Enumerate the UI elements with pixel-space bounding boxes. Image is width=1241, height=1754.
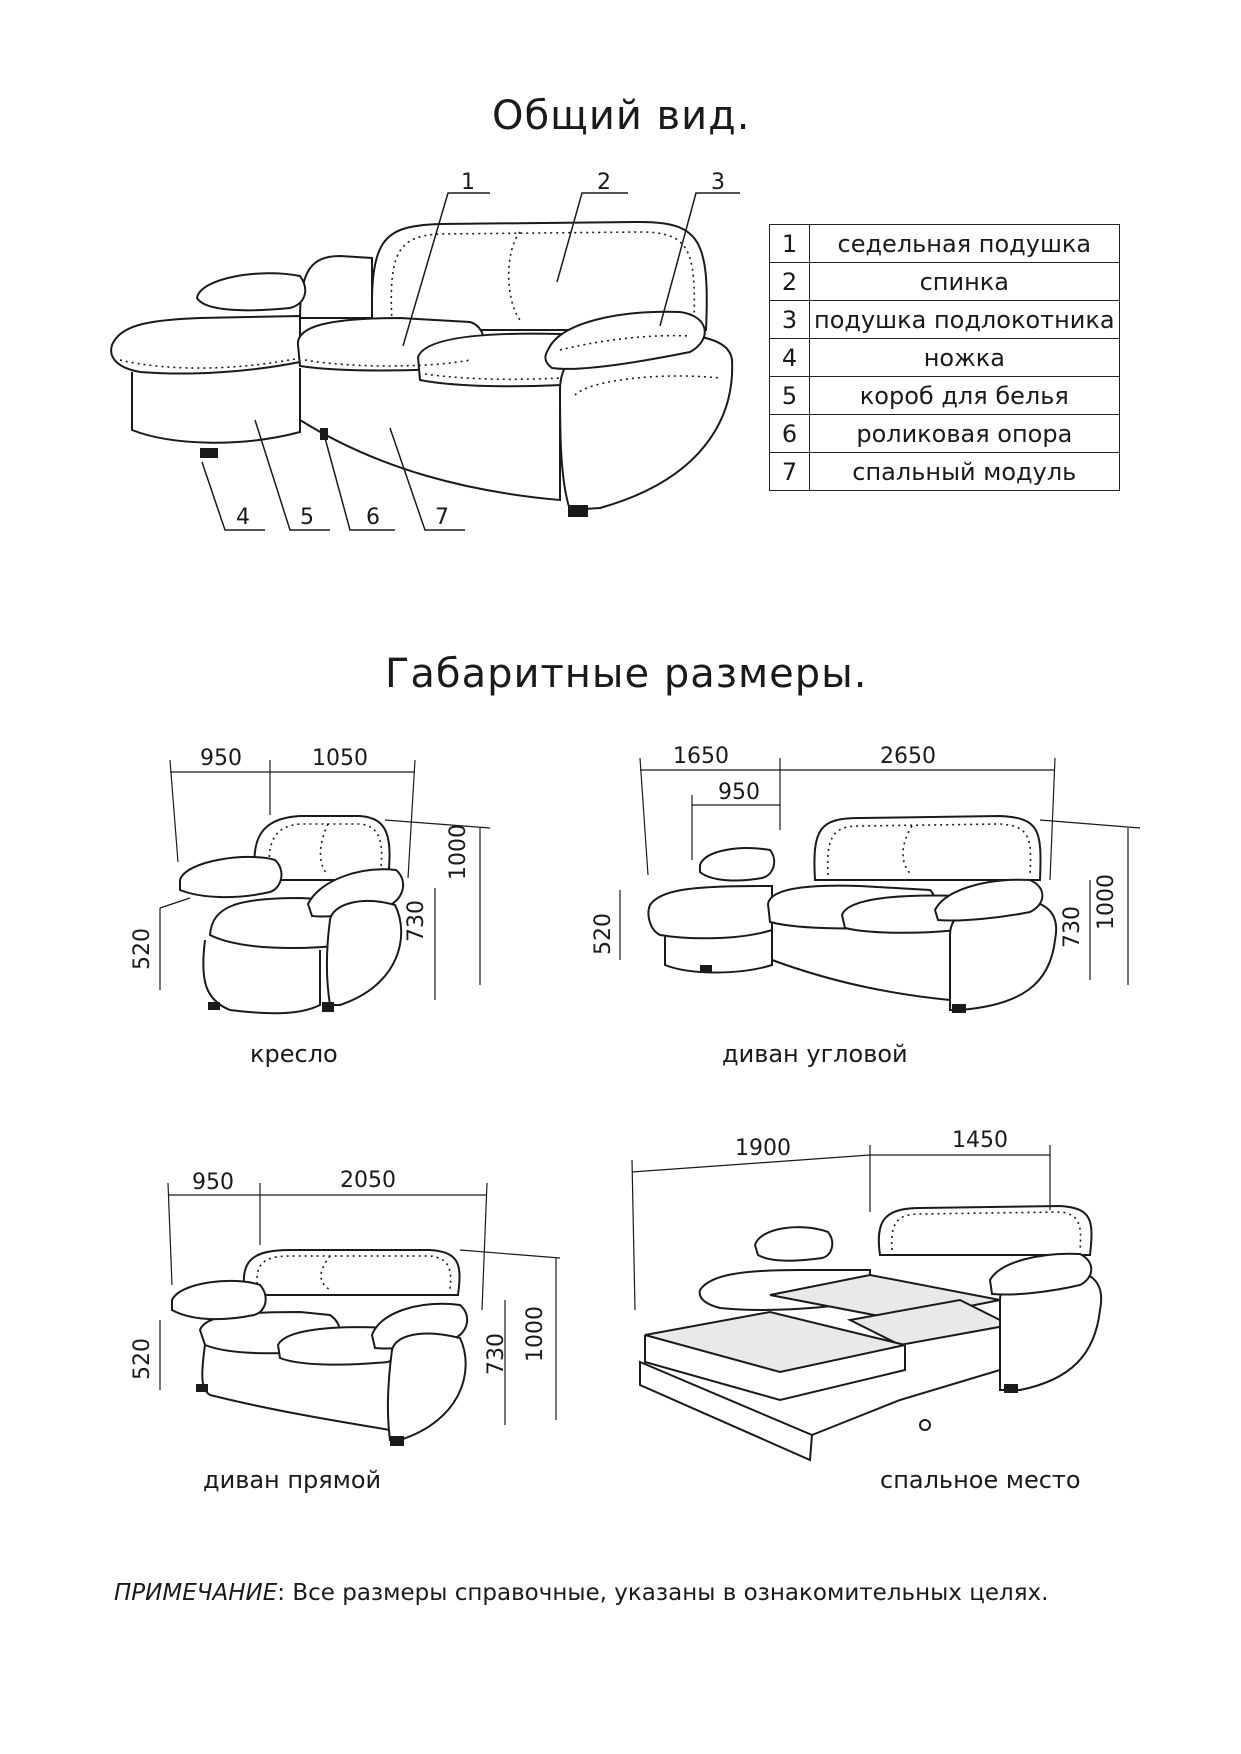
sleeping-width-label: 1450 — [952, 1128, 1008, 1153]
sleeping-place-caption: спальное место — [880, 1466, 1081, 1494]
callout-2: 2 — [597, 170, 611, 195]
dimension-lines — [159, 757, 1141, 1425]
callout-7: 7 — [435, 505, 449, 530]
corner-inner-depth-label: 950 — [718, 780, 760, 805]
corner-depth-label: 1650 — [673, 744, 729, 769]
corner-seat-height-label: 520 — [591, 913, 616, 955]
callout-3: 3 — [711, 170, 725, 195]
footnote-label: ПРИМЕЧАНИЕ — [114, 1580, 278, 1606]
overview-corner-sofa — [110, 192, 740, 531]
callout-4: 4 — [236, 505, 250, 530]
sleeping-place-drawing — [639, 1204, 1103, 1462]
corner-sofa-drawing — [647, 814, 1058, 1013]
callout-6: 6 — [366, 505, 380, 530]
overview-title: Общий вид. — [492, 93, 751, 139]
corner-sofa-caption: диван угловой — [722, 1040, 908, 1068]
straight-arm-height-label: 730 — [484, 1333, 509, 1375]
armchair-drawing — [179, 815, 405, 1015]
armchair-caption: кресло — [250, 1040, 338, 1068]
callout-1: 1 — [461, 170, 475, 195]
armchair-arm-height-label: 730 — [404, 900, 429, 942]
straight-seat-height-label: 520 — [130, 1338, 155, 1380]
callout-5: 5 — [300, 505, 314, 530]
corner-width-label: 2650 — [880, 744, 936, 769]
straight-width-label: 2050 — [340, 1168, 396, 1193]
straight-sofa-drawing — [171, 1249, 469, 1446]
corner-height-label: 1000 — [1094, 874, 1119, 930]
straight-height-label: 1000 — [523, 1306, 548, 1362]
straight-depth-label: 950 — [192, 1170, 234, 1195]
armchair-depth-label: 950 — [200, 746, 242, 771]
armchair-height-label: 1000 — [446, 824, 471, 880]
sleeping-length-label: 1900 — [735, 1136, 791, 1161]
armchair-width-label: 1050 — [312, 746, 368, 771]
dimensions-title: Габаритные размеры. — [385, 651, 868, 697]
footnote-text: : Все размеры справочные, указаны в озна… — [277, 1580, 1049, 1606]
armchair-seat-height-label: 520 — [130, 928, 155, 970]
corner-arm-height-label: 730 — [1060, 906, 1085, 948]
straight-sofa-caption: диван прямой — [203, 1466, 382, 1494]
footnote: ПРИМЕЧАНИЕ: Все размеры справочные, указ… — [114, 1580, 1048, 1606]
